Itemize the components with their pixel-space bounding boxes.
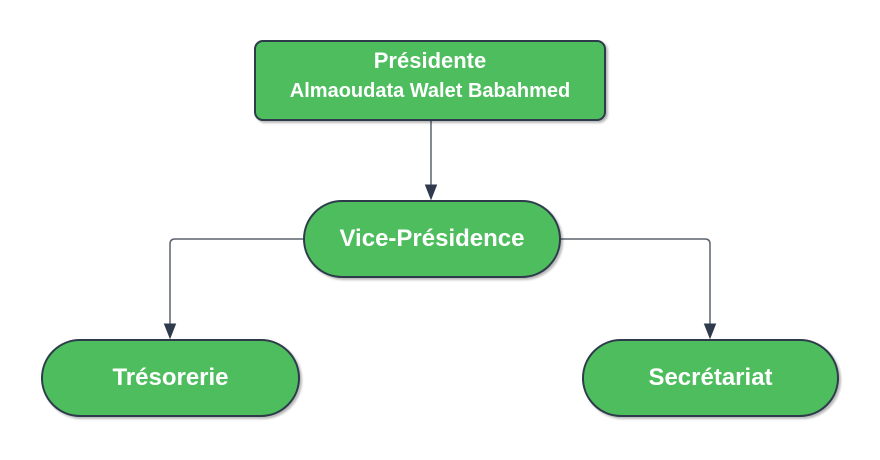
secretariat-label: Secrétariat <box>648 364 773 391</box>
presidente-name: Almaoudata Walet Babahmed <box>289 80 571 102</box>
node-secretariat[interactable]: Secrétariat <box>582 339 839 417</box>
arrowhead-secretariat-icon <box>703 323 717 340</box>
presidente-title: Présidente <box>373 48 487 73</box>
arrowhead-tresorerie-icon <box>163 323 177 340</box>
vice-presidence-label: Vice-Présidence <box>339 225 525 252</box>
connector-vice-secretariat <box>561 238 711 324</box>
node-presidente[interactable]: Présidente Almaoudata Walet Babahmed <box>254 40 606 121</box>
connector-vice-tresorerie <box>169 238 303 324</box>
node-tresorerie[interactable]: Trésorerie <box>41 339 300 417</box>
node-vice-presidence[interactable]: Vice-Présidence <box>303 200 561 278</box>
arrowhead-vice-icon <box>424 184 438 201</box>
tresorerie-label: Trésorerie <box>112 364 229 391</box>
